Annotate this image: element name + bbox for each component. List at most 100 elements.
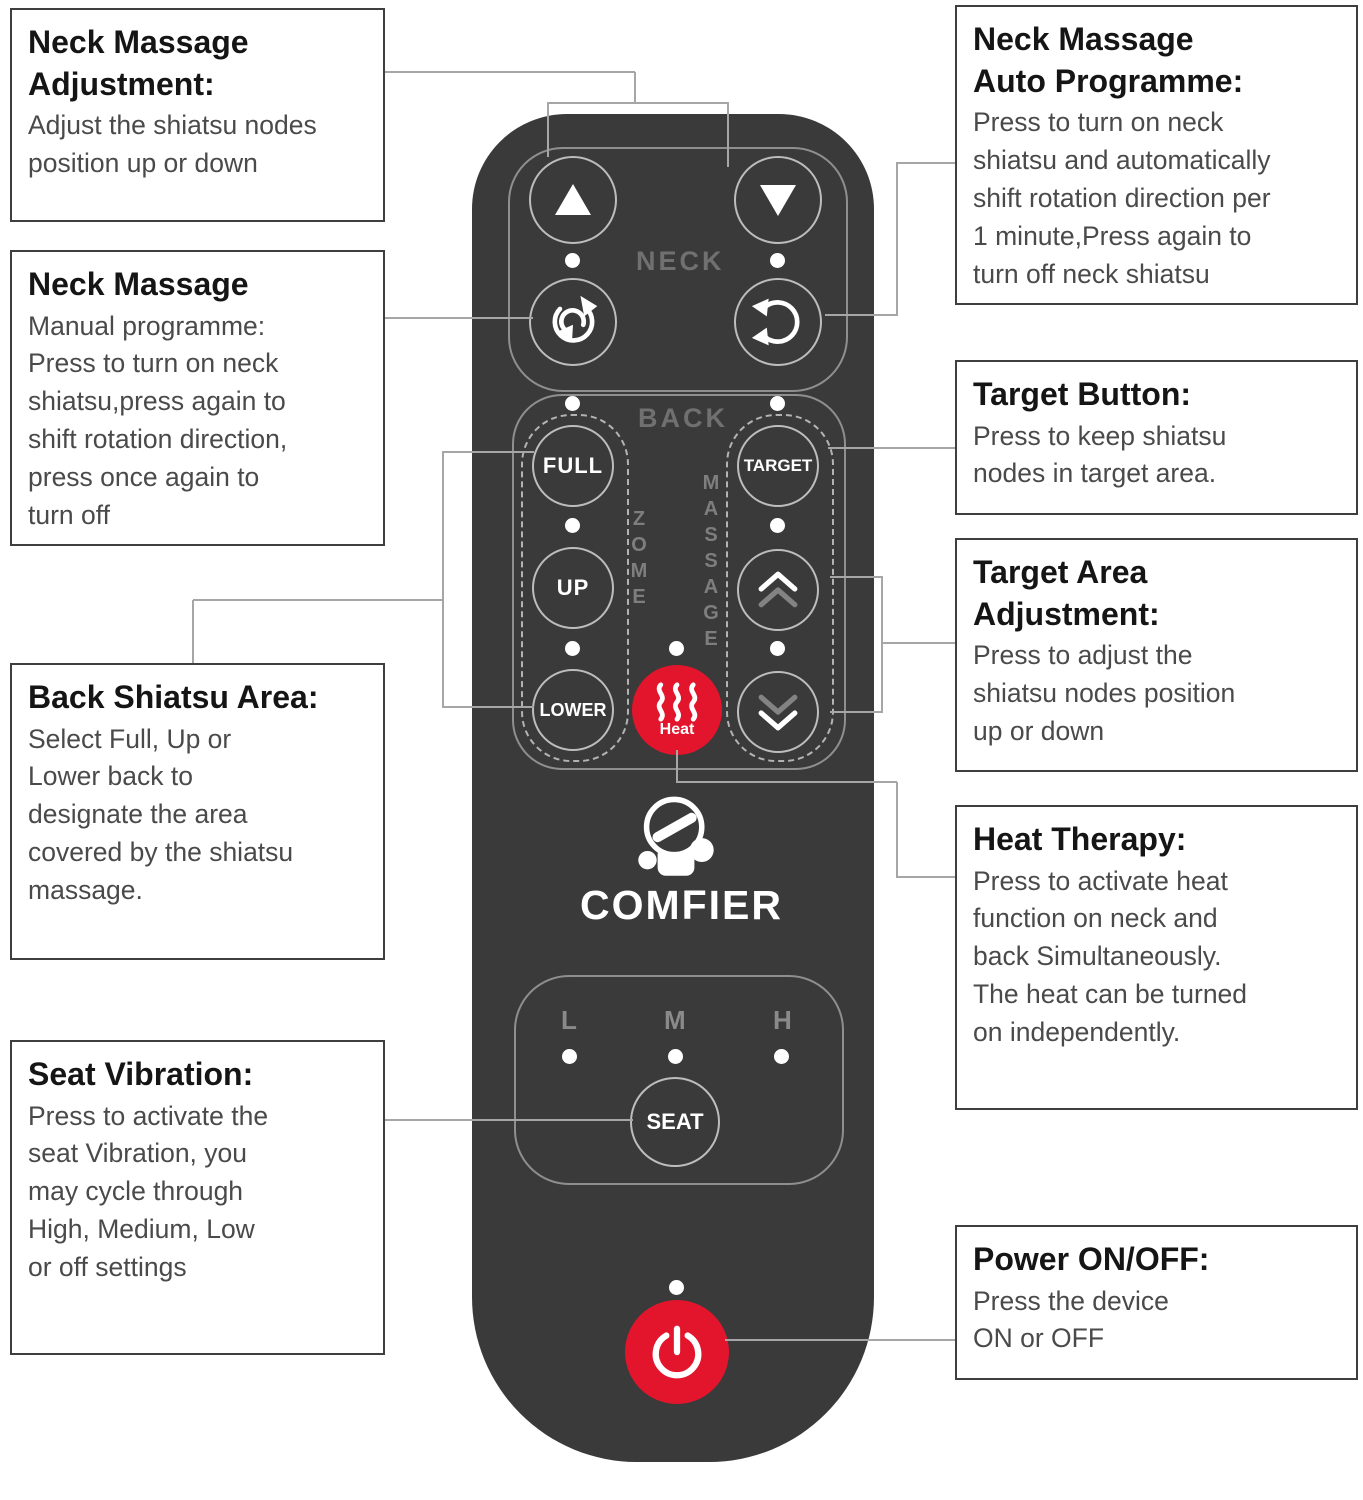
heat-led xyxy=(669,641,684,656)
double-chevron-up-icon xyxy=(758,571,798,608)
back-section-label: BACK xyxy=(638,403,728,433)
target-up-led xyxy=(770,518,785,533)
seat-panel-outline xyxy=(514,975,844,1185)
callout-body: Press the device ON or OFF xyxy=(973,1285,1169,1354)
seat-level-low-label: L xyxy=(561,1005,577,1035)
callout-heat-therapy: Heat Therapy: Press to activate heat fun… xyxy=(955,805,1358,1110)
seat-level-medium-label: M xyxy=(664,1005,686,1035)
seat-low-led xyxy=(562,1049,577,1064)
callout-title: Target Area Adjustment: xyxy=(973,554,1160,632)
callout-body: Press to turn on neck shiatsu and automa… xyxy=(973,107,1271,289)
comfier-mascot-icon xyxy=(638,796,714,876)
target-button[interactable]: TARGET xyxy=(737,425,819,507)
connector-line xyxy=(676,781,897,783)
callout-title: Target Button: xyxy=(973,376,1192,412)
lower-button-label: LOWER xyxy=(539,699,607,720)
back-panel-outline xyxy=(512,394,846,770)
callout-seat-vibration: Seat Vibration: Press to activate the se… xyxy=(10,1040,385,1355)
power-icon xyxy=(652,1325,702,1379)
callout-back-shiatsu-area: Back Shiatsu Area: Select Full, Up or Lo… xyxy=(10,663,385,960)
down-arrow-icon xyxy=(760,185,796,216)
callout-title: Neck Massage xyxy=(28,266,249,302)
connector-line xyxy=(385,71,635,73)
heat-waves-icon xyxy=(656,682,698,722)
auto-rotation-icon xyxy=(751,298,800,346)
connector-line xyxy=(881,576,883,713)
callout-body: Select Full, Up or Lower back to designa… xyxy=(28,723,294,906)
seat-button-label: SEAT xyxy=(646,1109,704,1134)
target-area-up-button[interactable] xyxy=(737,549,819,631)
callout-neck-massage-manual: Neck Massage Manual programme: Press to … xyxy=(10,250,385,546)
connector-line xyxy=(727,103,729,167)
back-lower-button[interactable]: LOWER xyxy=(532,669,614,751)
callout-title: Power ON/OFF: xyxy=(973,1241,1210,1277)
callout-target-button: Target Button: Press to keep shiatsu nod… xyxy=(955,360,1358,515)
seat-medium-led xyxy=(668,1049,683,1064)
neck-nodes-up-button[interactable] xyxy=(529,156,617,244)
connector-line xyxy=(896,782,898,878)
connector-line xyxy=(193,599,443,601)
seat-high-led xyxy=(774,1049,789,1064)
heat-button[interactable]: Heat xyxy=(632,665,722,755)
comfier-wordmark: COMFIER xyxy=(579,882,784,928)
connector-line xyxy=(881,642,955,644)
callout-title: Heat Therapy: xyxy=(973,821,1187,857)
back-zone-dashed-outline xyxy=(521,414,629,762)
power-led xyxy=(669,1280,684,1295)
full-button-label: FULL xyxy=(542,453,604,478)
connector-line xyxy=(385,1119,633,1121)
callout-title: Seat Vibration: xyxy=(28,1056,254,1092)
back-up-button[interactable]: UP xyxy=(532,547,614,629)
connector-line xyxy=(830,576,882,578)
connector-line xyxy=(828,447,955,449)
callout-target-area-adjustment: Target Area Adjustment: Press to adjust … xyxy=(955,538,1358,772)
connector-line xyxy=(192,600,194,663)
callout-title: Neck Massage Adjustment: xyxy=(28,24,249,102)
connector-line xyxy=(547,103,549,157)
neck-auto-rotation-button[interactable] xyxy=(734,278,822,366)
connector-line xyxy=(896,162,955,164)
target-area-down-button[interactable] xyxy=(737,671,819,753)
back-full-button[interactable]: FULL xyxy=(532,425,614,507)
callout-body: Press to activate heat function on neck … xyxy=(973,865,1248,1048)
massage-vertical-label: MASSAGE xyxy=(700,472,722,654)
zone-vertical-label: ZOME xyxy=(628,508,650,612)
target-down-led xyxy=(770,641,785,656)
callout-neck-auto-programme: Neck Massage Auto Programme: Press to tu… xyxy=(955,5,1358,305)
neck-panel-outline xyxy=(508,147,848,392)
seat-level-high-label: H xyxy=(773,1005,792,1035)
callout-body: Press to activate the seat Vibration, yo… xyxy=(28,1100,269,1283)
neck-manual-rotation-button[interactable] xyxy=(529,278,617,366)
back-massage-dashed-outline xyxy=(726,414,834,762)
double-chevron-down-icon xyxy=(758,694,798,731)
heat-button-label: Heat xyxy=(659,721,695,738)
connector-line xyxy=(634,72,636,104)
neck-nodes-down-button[interactable] xyxy=(734,156,822,244)
connector-line xyxy=(442,706,534,708)
up-led xyxy=(565,518,580,533)
callout-body: Manual programme: Press to turn on neck … xyxy=(28,310,288,531)
callout-body: Press to keep shiatsu nodes in target ar… xyxy=(973,420,1227,489)
connector-line xyxy=(547,102,729,104)
callout-title: Neck Massage Auto Programme: xyxy=(973,21,1244,99)
manual-rotation-icon xyxy=(552,295,598,343)
connector-line xyxy=(442,451,534,453)
up-button-label: UP xyxy=(556,575,590,600)
neck-manual-led xyxy=(565,253,580,268)
target-button-label: TARGET xyxy=(743,456,813,475)
callout-body: Press to adjust the shiatsu nodes positi… xyxy=(973,640,1236,746)
connector-line xyxy=(385,317,533,319)
connector-line xyxy=(825,314,897,316)
connector-line xyxy=(725,1339,955,1341)
lower-led xyxy=(565,641,580,656)
callout-title: Back Shiatsu Area: xyxy=(28,679,319,715)
power-button[interactable] xyxy=(625,1300,729,1404)
connector-line xyxy=(830,711,882,713)
callout-body: Adjust the shiatsu nodes position up or … xyxy=(28,110,317,179)
up-arrow-icon xyxy=(555,184,591,215)
seat-button[interactable]: SEAT xyxy=(630,1077,720,1167)
full-led xyxy=(565,396,580,411)
connector-line xyxy=(442,451,444,708)
callout-power-on-off: Power ON/OFF: Press the device ON or OFF xyxy=(955,1225,1358,1380)
